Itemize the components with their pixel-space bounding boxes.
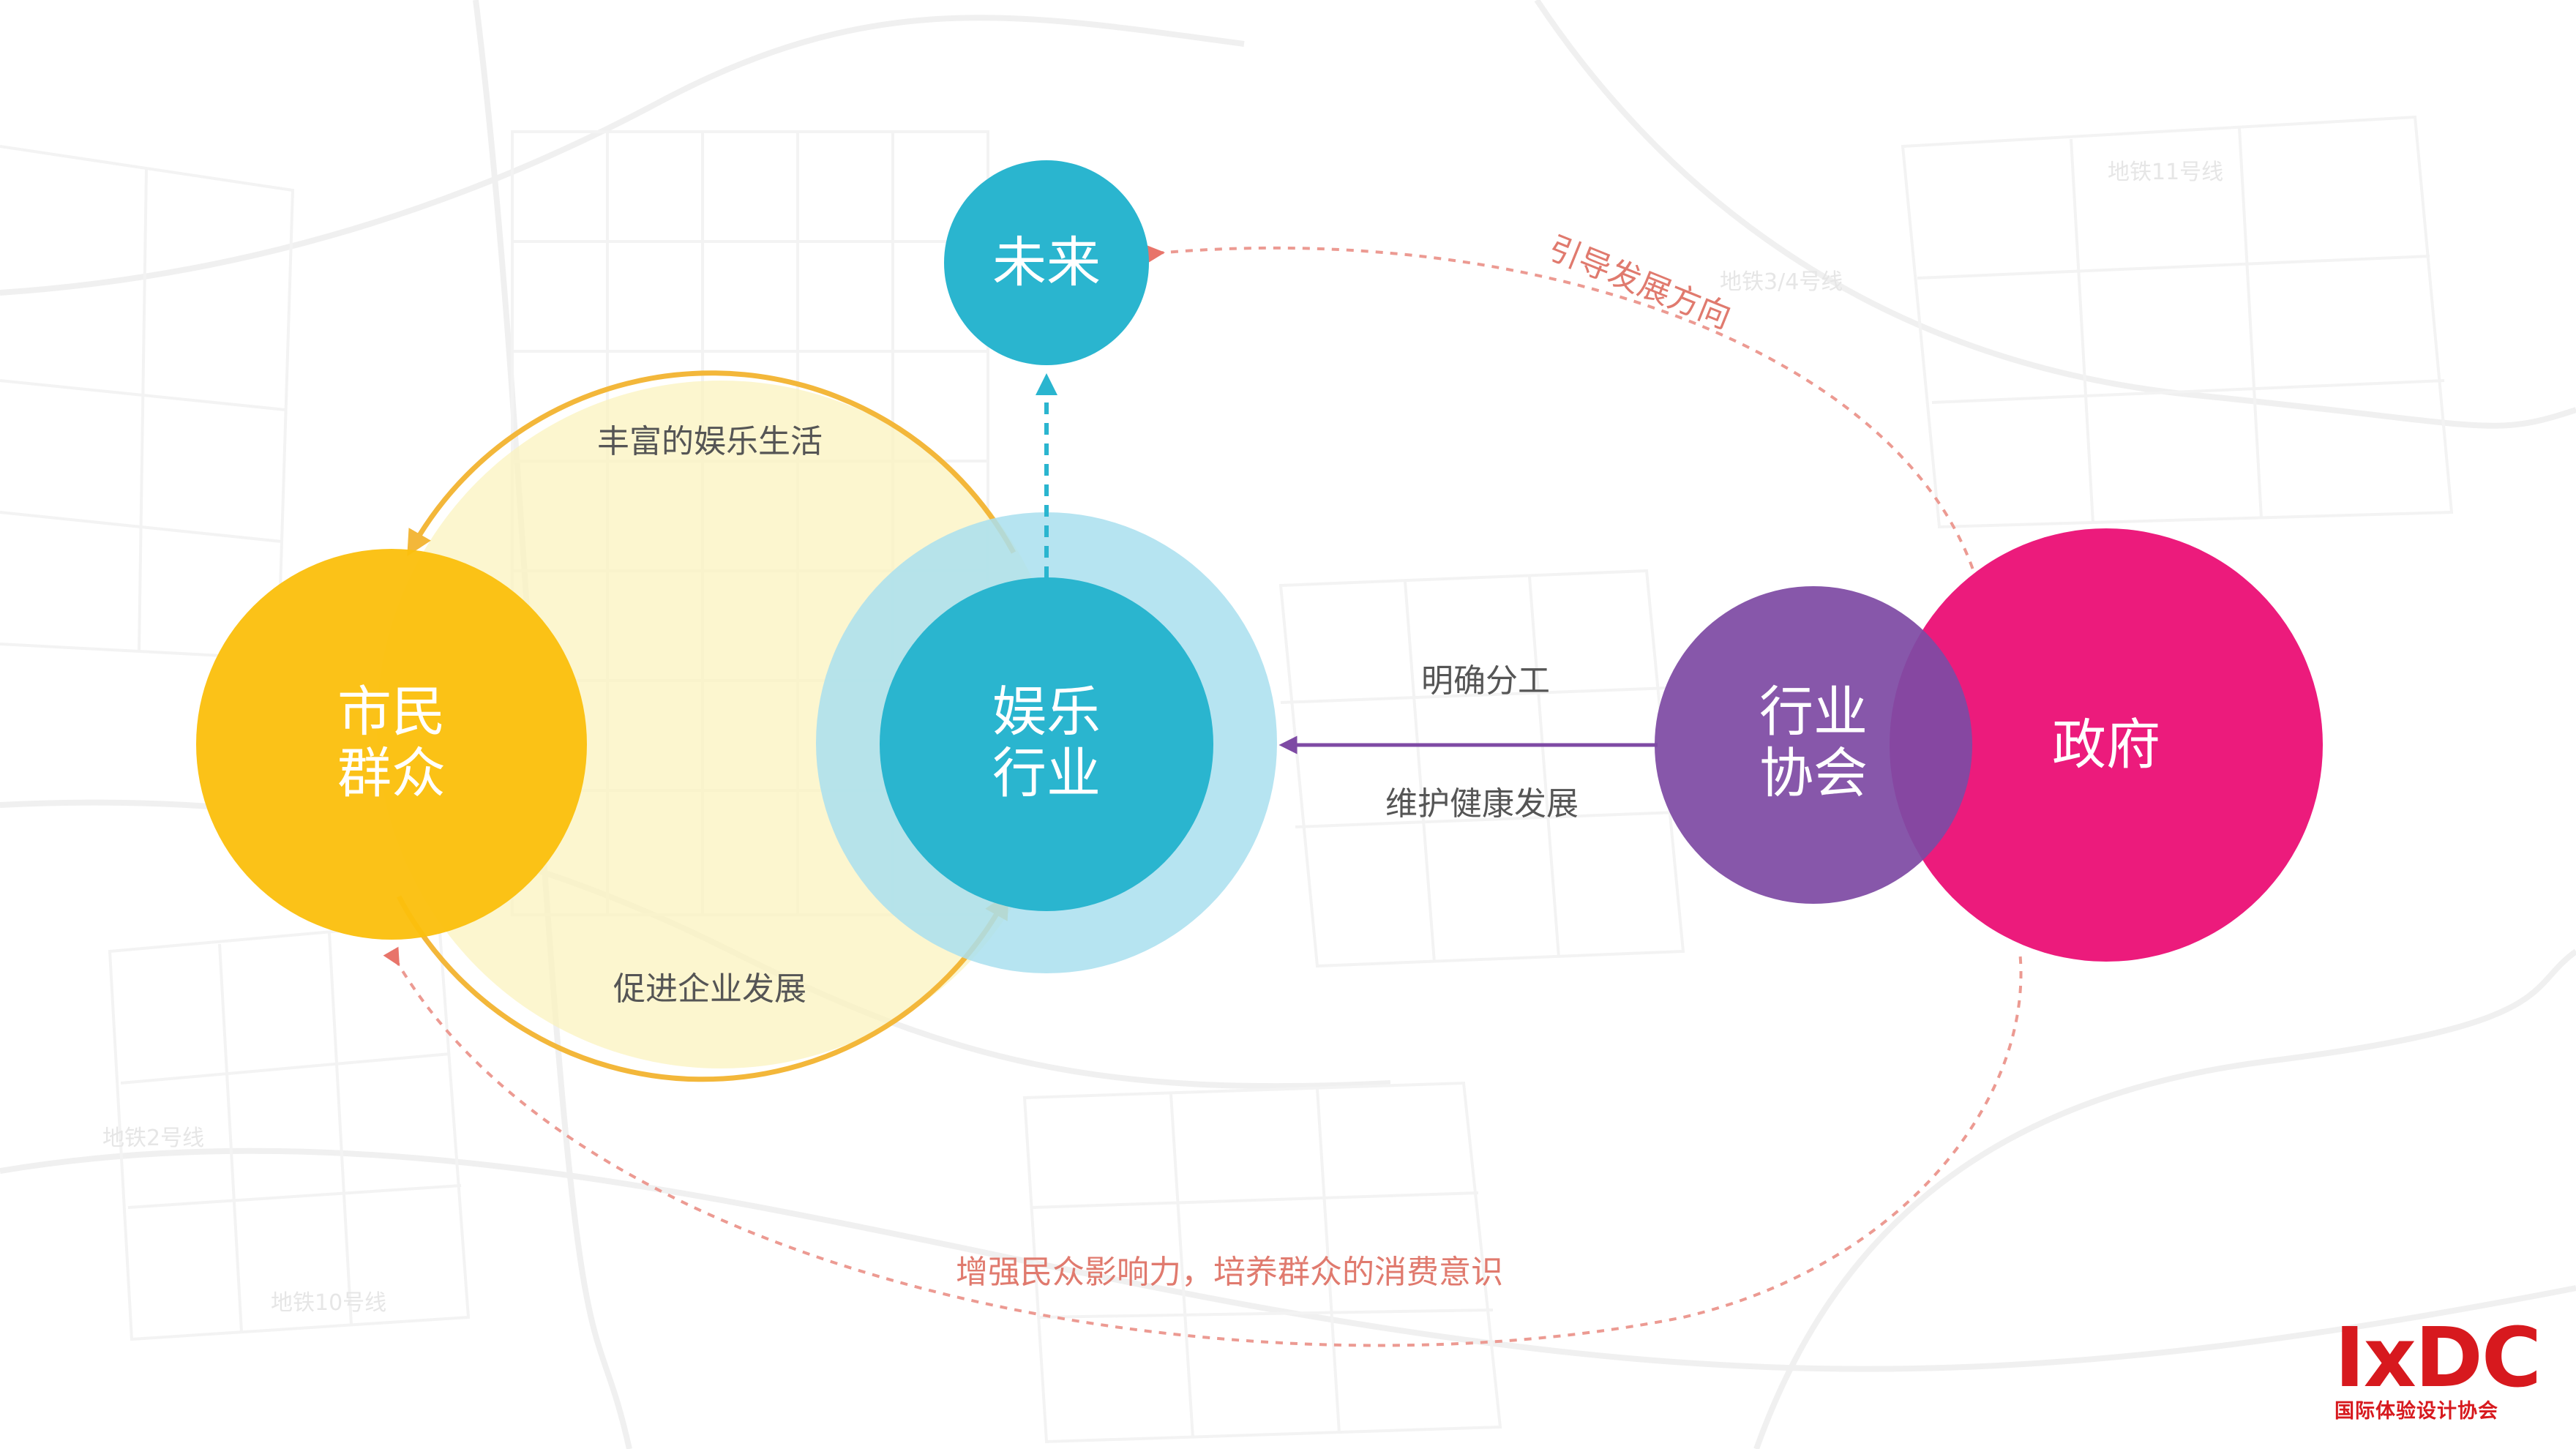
edge-label-guide-direction: 引导发展方向 [1543, 229, 1736, 336]
edge-label-promote-dev: 促进企业发展 [613, 970, 806, 1008]
dashed-loop-bottom [383, 946, 2023, 1347]
dashed-loop-top [1146, 245, 1977, 579]
edge-label-enhance-influence: 增强民众影响力，培养群众的消费意识 [956, 1254, 1503, 1291]
association-label-line1: 行业 [1759, 681, 1868, 744]
arrow-citizens-to-entertainment [396, 892, 1009, 1082]
edge-label-healthy-dev: 维护健康发展 [1385, 785, 1579, 823]
ixdc-logo: IxDC 国际体验设计协会 [2334, 1317, 2561, 1427]
association-label-line2: 协会 [1759, 742, 1868, 805]
association-node [1655, 586, 1972, 904]
entertainment-label-line1: 娱乐 [992, 681, 1101, 744]
future-node [944, 160, 1149, 365]
future-label: 未来 [992, 231, 1101, 294]
citizens-label-line1: 市民 [337, 681, 446, 744]
map-label-line11: 地铁11号线 [2108, 160, 2223, 185]
map-label-line2: 地铁2号线 [102, 1126, 204, 1151]
arrow-entertainment-to-citizens [407, 370, 1016, 557]
map-label-line10: 地铁10号线 [271, 1290, 386, 1316]
entertainment-label-line2: 行业 [992, 742, 1101, 805]
logo-mark: IxDC [2334, 1311, 2542, 1406]
edge-label-clear-division: 明确分工 [1421, 662, 1550, 700]
logo-subtitle: 国际体验设计协会 [2334, 1400, 2498, 1423]
government-node [1890, 528, 2323, 962]
entertainment-node [880, 577, 1213, 911]
government-label: 政府 [2052, 714, 2160, 776]
citizens-label-line2: 群众 [337, 742, 446, 805]
citizens-node [196, 549, 587, 940]
map-label-line34: 地铁3/4号线 [1720, 269, 1843, 295]
edge-label-rich-life: 丰富的娱乐生活 [597, 423, 823, 460]
